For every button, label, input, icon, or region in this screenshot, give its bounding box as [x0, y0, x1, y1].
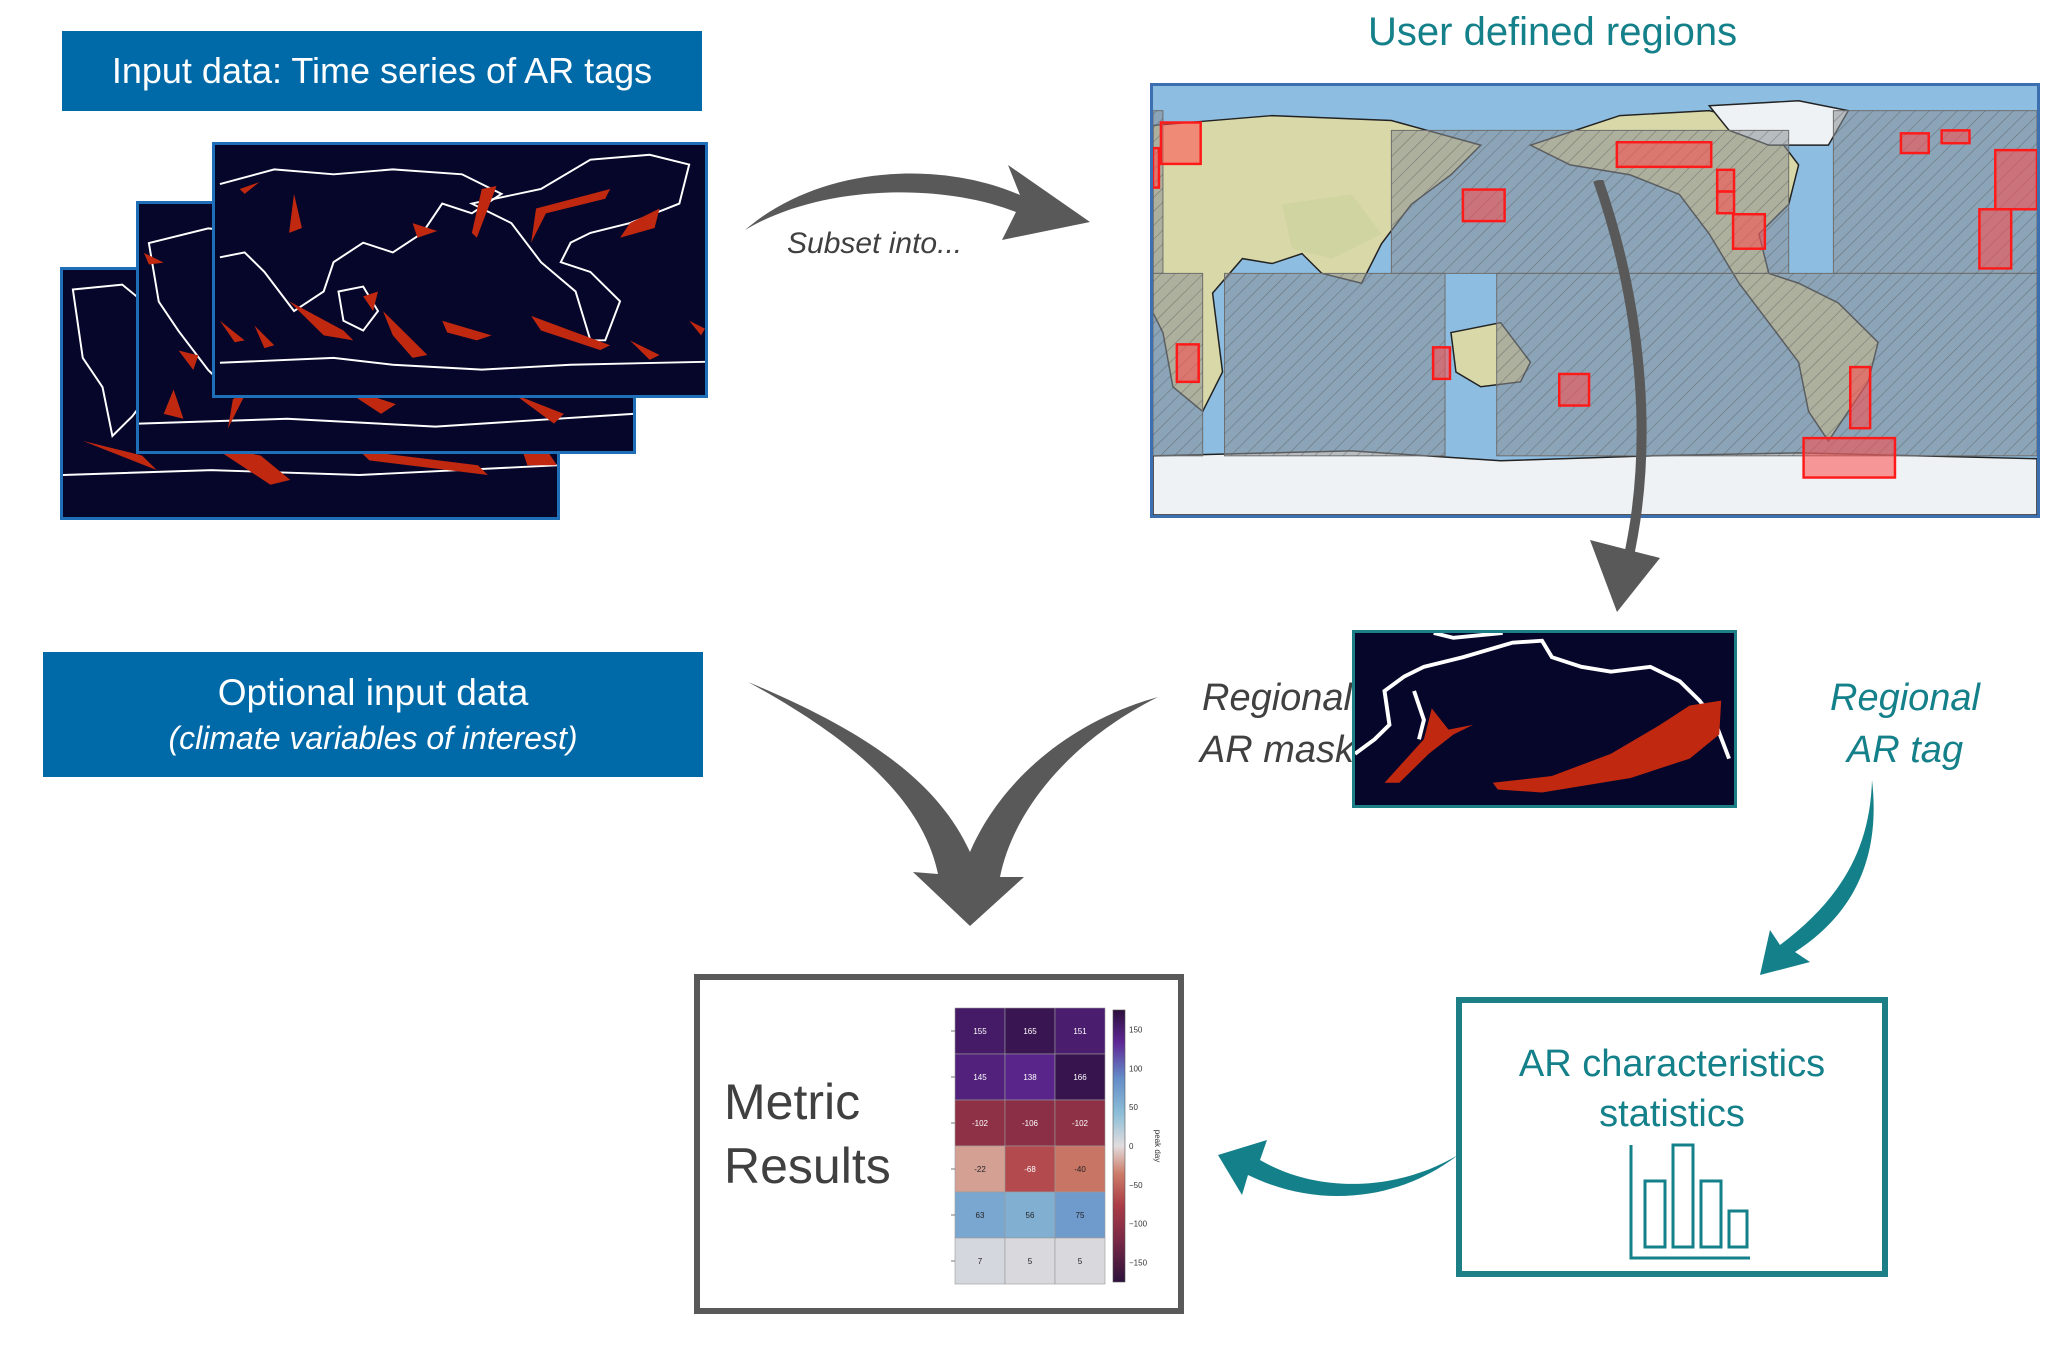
- tag-to-stats-arrow: [1760, 780, 1874, 975]
- heatmap-cell-label: 56: [1026, 1211, 1035, 1220]
- heatmap-cell-label: -102: [1072, 1119, 1089, 1128]
- heatmap-cell: [954, 1007, 1006, 1055]
- regions-map-graphic: [1153, 86, 2037, 515]
- colorbar-label: peak day: [1153, 1130, 1162, 1162]
- heatmap-cell-label: 5: [1078, 1257, 1083, 1266]
- metric-results-box: Metric Results 155 165 151 145 138 166 -102 -10…: [694, 974, 1184, 1314]
- heatmap-cell-label: -102: [972, 1119, 989, 1128]
- heatmap-cell: [1004, 1191, 1056, 1239]
- bar-chart-icon: [1629, 1143, 1750, 1260]
- heatmap-cell: [1004, 1007, 1056, 1055]
- optional-input-subtitle: (climate variables of interest): [168, 720, 578, 756]
- metric-results-line2: Results: [724, 1138, 891, 1194]
- colorbar-tick-label: −50: [1129, 1181, 1143, 1190]
- regional-mask-line1: Regional: [1202, 677, 1352, 719]
- colorbar-tick-label: −150: [1129, 1259, 1148, 1268]
- regional-ar-mask-graphic: [1355, 633, 1734, 805]
- regional-tag-line1: Regional: [1830, 677, 1980, 719]
- heatmap-cell: [1054, 1237, 1106, 1285]
- heatmap-chart: 155 165 151 145 138 166 -102 -106 -102 -22 -68 -40 6…: [951, 1007, 1162, 1285]
- heatmap-cell: [954, 1191, 1006, 1239]
- regions-title: User defined regions: [1368, 10, 1737, 55]
- regional-tag-label: Regional AR tag: [1805, 672, 2005, 776]
- input-data-title: Input data: Time series of AR tags: [111, 50, 653, 91]
- ar-stats-box: AR characteristics statistics: [1456, 997, 1888, 1277]
- heatmap-cell-label: -22: [974, 1165, 986, 1174]
- colorbar-tick-label: 100: [1129, 1064, 1143, 1073]
- heatmap-cell-label: 138: [1023, 1073, 1037, 1082]
- regional-ar-mask-image: [1352, 630, 1737, 808]
- colorbar-tick-label: 0: [1129, 1142, 1134, 1151]
- heatmap-cell-label: 166: [1073, 1073, 1087, 1082]
- regional-mask-label: Regional AR mask: [1192, 672, 1362, 776]
- regional-mask-line2: AR mask: [1199, 729, 1355, 771]
- heatmap-cell: [1054, 1191, 1106, 1239]
- subset-label-text: Subset into...: [787, 227, 963, 260]
- heatmap-cell-label: 63: [976, 1211, 985, 1220]
- heatmap-cell-label: -68: [1024, 1165, 1036, 1174]
- heatmap-cell: [954, 1237, 1006, 1285]
- metric-results-title: Metric Results: [724, 1070, 891, 1198]
- metric-results-line1: Metric: [724, 1074, 861, 1130]
- input-data-label: Input data: Time series of AR tags: [62, 31, 702, 111]
- subset-arrow: [745, 165, 1090, 240]
- heatmap-cell-label: 165: [1023, 1027, 1037, 1036]
- colorbar: [1112, 1009, 1126, 1283]
- optional-input-title: Optional input data: [217, 672, 529, 713]
- subset-label: Subset into...: [787, 227, 962, 261]
- regions-title-text: User defined regions: [1368, 10, 1738, 54]
- ar-stats-title: AR characteristics statistics: [1462, 1039, 1882, 1139]
- heatmap-cell-label: 155: [973, 1027, 987, 1036]
- regions-map: [1150, 83, 2040, 518]
- stats-to-metric-arrow: [1218, 1140, 1458, 1197]
- ar-stats-line1: AR characteristics: [1518, 1043, 1826, 1085]
- ar-tag-map-1-graphic: [215, 145, 705, 395]
- regional-tag-line2: AR tag: [1846, 729, 1964, 771]
- heatmap-cell: [954, 1053, 1006, 1101]
- heatmap-cell-label: -40: [1074, 1165, 1086, 1174]
- heatmap-cell-label: 7: [978, 1257, 983, 1266]
- colorbar-tick-label: 50: [1129, 1103, 1138, 1112]
- colorbar-tick-label: 150: [1129, 1025, 1143, 1034]
- heatmap-cell-label: 5: [1028, 1257, 1033, 1266]
- heatmap-cell-label: 145: [973, 1073, 987, 1082]
- optional-input-label: Optional input data (climate variables o…: [43, 652, 703, 777]
- heatmap-cell-label: 151: [1073, 1027, 1087, 1036]
- heatmap-cell: [1054, 1053, 1106, 1101]
- heatmap-cell-label: 75: [1076, 1211, 1085, 1220]
- heatmap-cell: [1054, 1007, 1106, 1055]
- colorbar-tick-label: −100: [1129, 1220, 1148, 1229]
- map-to-mask-arrow: [1590, 180, 1660, 612]
- combine-arrow: [748, 682, 1158, 926]
- heatmap-cell-label: -106: [1022, 1119, 1039, 1128]
- ar-tag-map-1: [212, 142, 708, 398]
- ar-stats-line2: statistics: [1599, 1093, 1745, 1135]
